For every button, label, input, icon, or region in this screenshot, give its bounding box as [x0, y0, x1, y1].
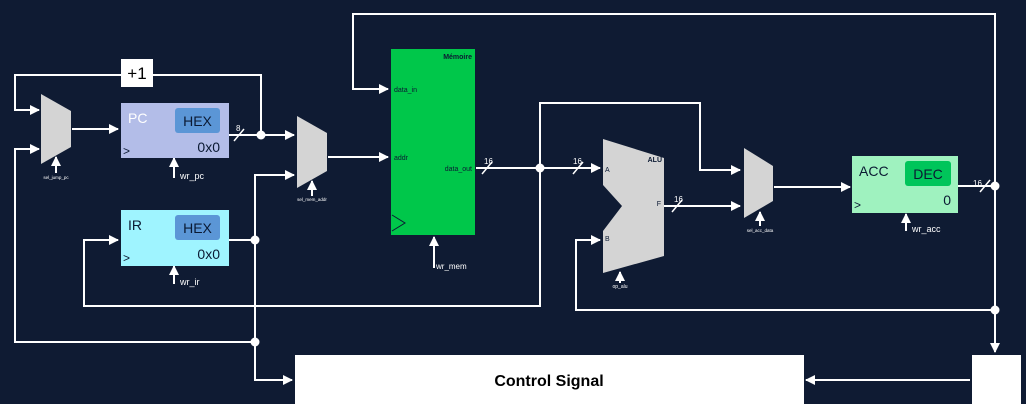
- alu-block: ALU A B F: [603, 139, 664, 273]
- junction-left-bus: [250, 337, 260, 347]
- ir-hex-button[interactable]: [175, 215, 220, 240]
- control-signal-box: [295, 355, 804, 404]
- memory-box: [391, 49, 475, 235]
- junction-dots: [250, 130, 1000, 347]
- ir-value: 0x0: [197, 246, 220, 262]
- acc-dec-label: DEC: [913, 166, 943, 182]
- control-signal-label: Control Signal: [494, 373, 603, 390]
- memory-port-data-out: data_out: [445, 166, 472, 173]
- wire-acc-to-alu-b: [575, 235, 995, 311]
- bus-slashes: [233, 128, 991, 213]
- slash-alu-in: [572, 161, 584, 175]
- acc-clock-input: >: [854, 198, 861, 212]
- memory-port-data-in: data_in: [394, 87, 417, 94]
- alu-title: ALU: [648, 157, 662, 164]
- acc-dec-button[interactable]: [905, 161, 951, 186]
- acc-name: ACC: [859, 163, 889, 179]
- slash-pc-out: [233, 128, 245, 142]
- slash-data-out: [481, 161, 493, 175]
- junction-acc-out: [990, 181, 1000, 191]
- slash-acc-out: [979, 179, 991, 193]
- acc-register: ACC DEC 0 >: [852, 156, 958, 213]
- wr-mem-label: wr_mem: [435, 262, 467, 271]
- control-output-box: [972, 355, 1021, 404]
- wr-ir-label: wr_ir: [179, 277, 200, 287]
- op-alu-label: op_alu: [612, 284, 627, 290]
- bus-width-labels: 8 16 16 16 16: [236, 124, 982, 204]
- junction-ir-out: [250, 235, 260, 245]
- wr-acc-label: wr_acc: [911, 224, 941, 234]
- ir-name: IR: [128, 217, 142, 233]
- width-alu-out: 16: [674, 195, 683, 204]
- pc-clock-input: >: [123, 144, 130, 158]
- memory-block: Mémoire data_in addr data_out: [391, 49, 475, 235]
- memory-port-addr: addr: [394, 155, 409, 162]
- junction-pc-out: [256, 130, 266, 140]
- acc-data-mux[interactable]: [744, 148, 773, 218]
- wire-data-out-to-acc-mux: [539, 102, 741, 175]
- wire-ir-to-addr-mux: [254, 170, 295, 240]
- alu-port-f: F: [657, 201, 661, 208]
- plus-one-label: +1: [127, 64, 146, 83]
- ir-register: IR HEX 0x0 >: [121, 210, 229, 266]
- width-alu-in: 16: [573, 157, 582, 166]
- wire-acc-to-data-in: [352, 13, 996, 186]
- width-pc-out: 8: [236, 124, 241, 133]
- plus-one-adder: +1: [121, 59, 153, 87]
- sel-acc-data-label: sel_acc_data: [747, 228, 774, 233]
- ir-hex-label: HEX: [183, 220, 212, 236]
- plus-one-box: [121, 59, 153, 87]
- mem-addr-mux[interactable]: [297, 116, 327, 188]
- jump-pc-mux[interactable]: [41, 94, 71, 164]
- slash-alu-out: [671, 199, 683, 213]
- memory-title: Mémoire: [443, 54, 472, 61]
- ir-clock-input: >: [123, 251, 130, 265]
- wire-data-out-to-ir: [83, 168, 541, 307]
- alu-shape: [603, 139, 664, 273]
- pc-name: PC: [128, 110, 147, 126]
- junction-data-out: [535, 163, 545, 173]
- alu-port-b: B: [605, 236, 610, 243]
- width-data-out: 16: [484, 157, 493, 166]
- junction-acc-feedback: [990, 305, 1000, 315]
- wires: [14, 13, 1000, 385]
- alu-port-a: A: [605, 167, 610, 174]
- sel-jump-pc-label: sel_jump_pc: [43, 175, 69, 180]
- pc-hex-button[interactable]: [175, 108, 220, 133]
- wire-left-bus: [14, 144, 255, 343]
- wire-plus-one-loop: [153, 74, 262, 135]
- memory-clock-icon: [391, 214, 406, 232]
- pc-value: 0x0: [197, 139, 220, 155]
- wire-plus-one-to-jump-mux: [14, 74, 121, 115]
- wr-pc-label: wr_pc: [179, 171, 205, 181]
- sel-mem-addr-label: sel_mem_addr: [297, 197, 327, 202]
- acc-value: 0: [943, 192, 951, 208]
- pc-hex-label: HEX: [183, 113, 212, 129]
- pc-register: PC HEX 0x0 >: [121, 103, 229, 158]
- width-acc-out: 16: [973, 179, 982, 188]
- wire-ir-to-control: [254, 240, 293, 385]
